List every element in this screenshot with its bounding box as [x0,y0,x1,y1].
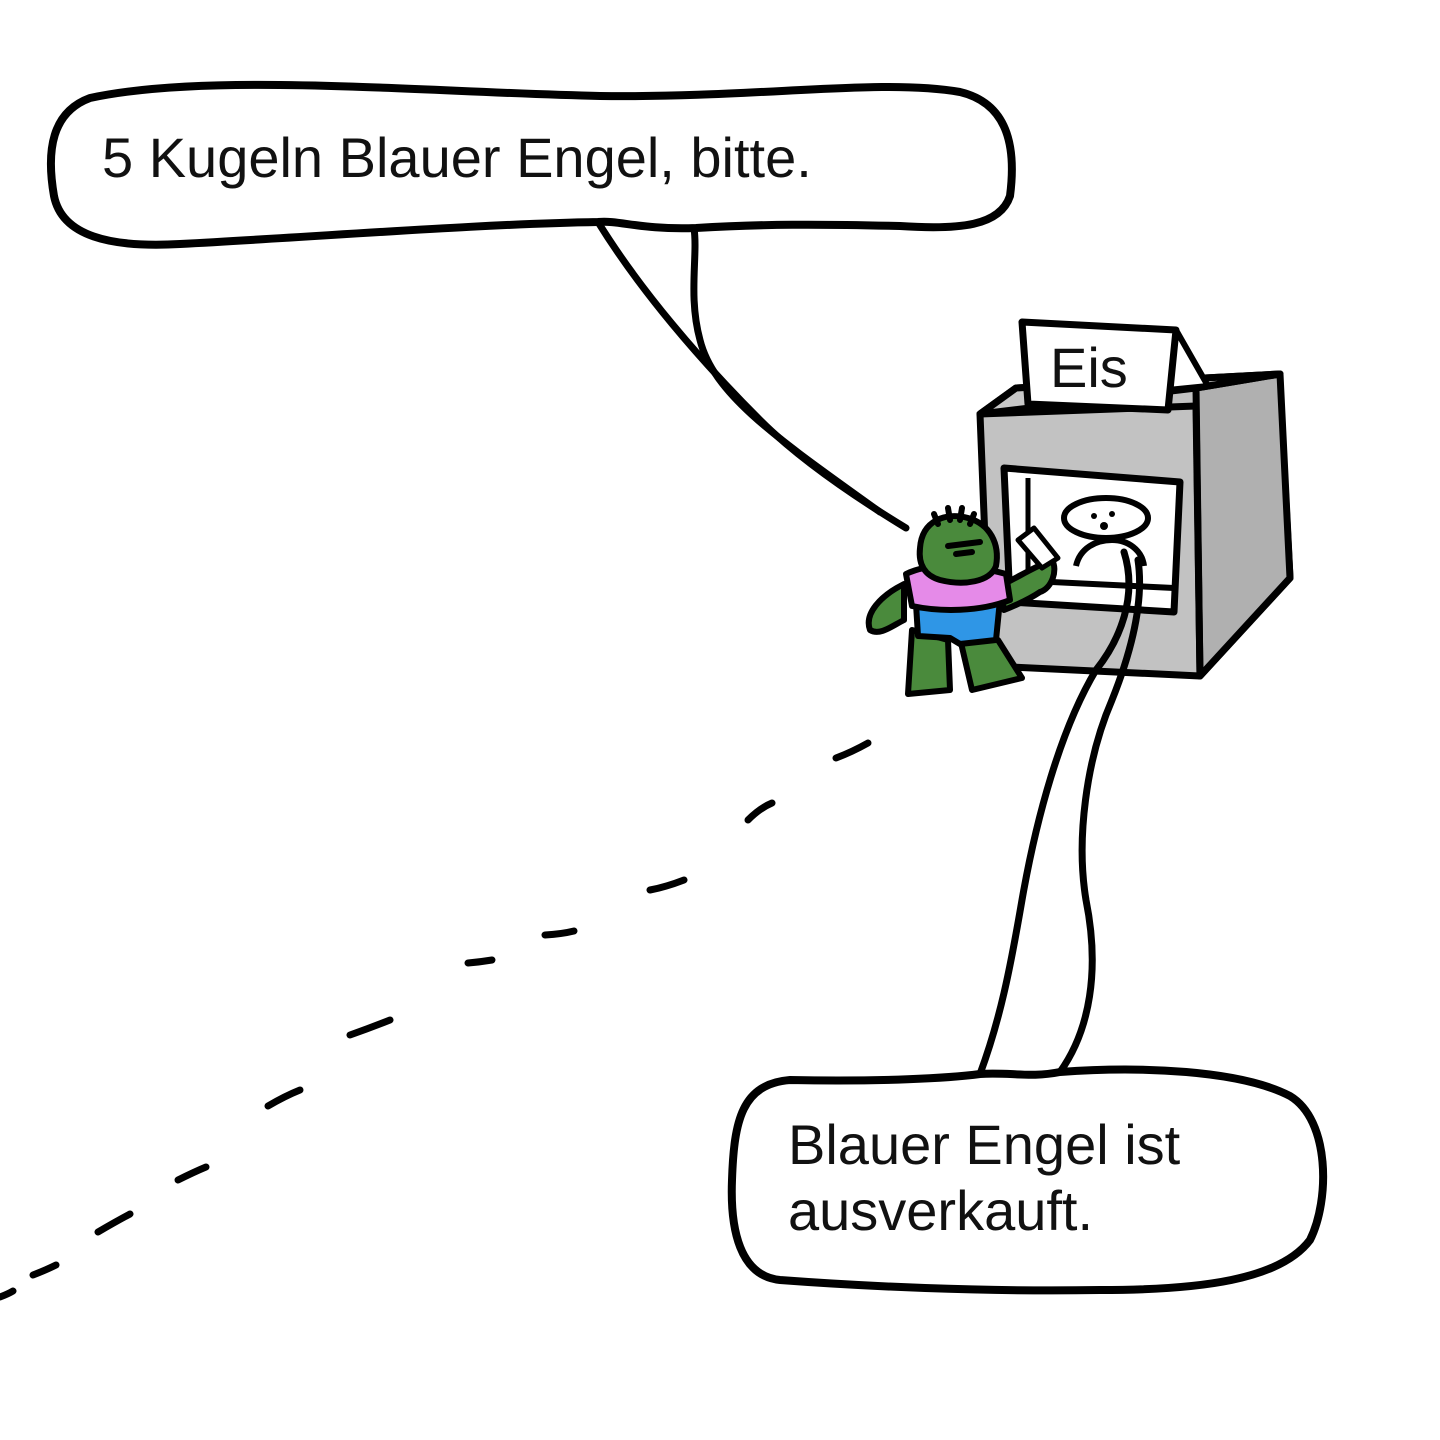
speech-bubble-customer [46,80,1016,532]
ice-cream-sign-icon [1018,318,1211,414]
sign-label: Eis [1050,336,1128,399]
vendor-speech-line-2: ausverkauft. [788,1179,1094,1242]
vendor-speech-text: Blauer Engel ist ausverkauft. [788,1112,1180,1244]
vendor-figure-icon [1061,495,1151,567]
customer-figure-icon [865,505,1061,697]
customer-speech-text: 5 Kugeln Blauer Engel, bitte. [102,126,812,189]
dashed-path [0,739,872,1301]
speech-bubble-vendor [727,548,1328,1295]
vendor-speech-line-1: Blauer Engel ist [788,1113,1181,1176]
